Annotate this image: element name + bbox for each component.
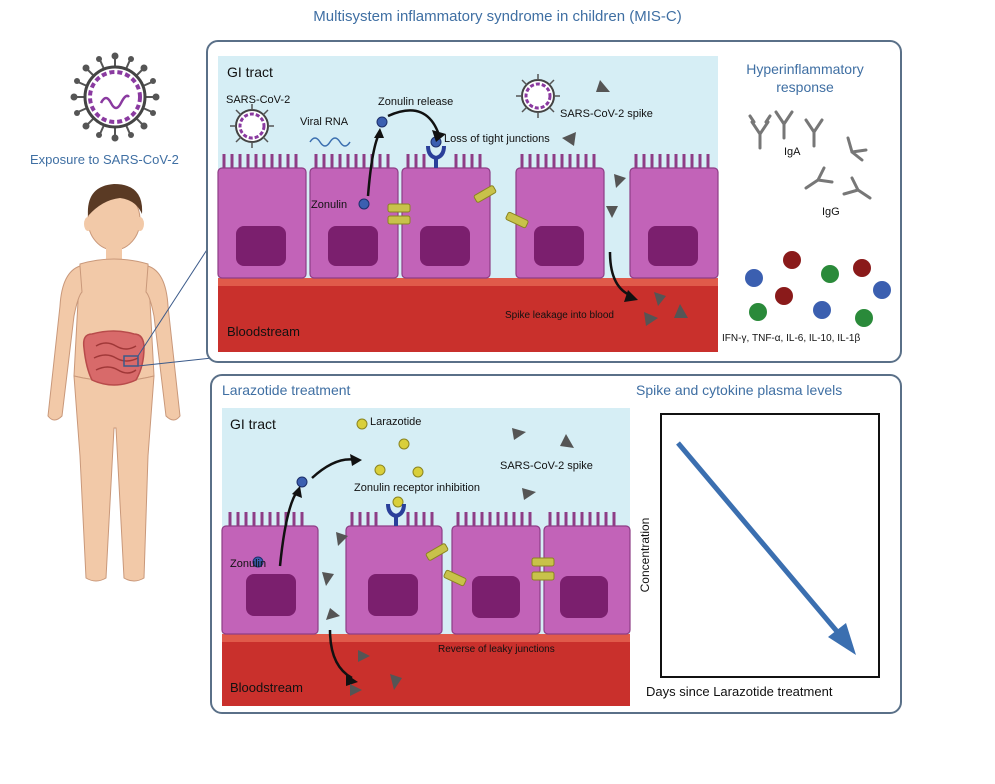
spike-label-bottom: SARS-CoV-2 spike (500, 460, 593, 472)
reverse-junctions-label: Reverse of leaky junctions (438, 644, 555, 655)
figure-title: Multisystem inflammatory syndrome in chi… (313, 8, 682, 25)
hyperinflammatory-line2: response (776, 79, 834, 95)
y-axis-label: Concentration (638, 517, 652, 593)
zonulin-release-label: Zonulin release (378, 96, 454, 108)
viral-rna-label: Viral RNA (300, 116, 349, 128)
bloodstream-label-top: Bloodstream (227, 324, 300, 339)
gi-tract-top-diagram (217, 56, 719, 352)
hyperinflammatory-line1: Hyperinflammatory (746, 61, 864, 77)
gi-tract-label-top: GI tract (227, 64, 273, 80)
spike-leakage-label: Spike leakage into blood (505, 310, 614, 321)
larazotide-label: Larazotide (370, 416, 422, 428)
cytokines-label: IFN-γ, TNF-α, IL-6, IL-10, IL-1β (722, 333, 861, 344)
zonulin-label-bottom: Zonulin (230, 558, 267, 570)
x-axis-label: Days since Larazotide treatment (646, 684, 833, 699)
spike-label-top: SARS-CoV-2 spike (560, 108, 653, 120)
hyperinflammatory-heading: Hyperinflammatory response (720, 60, 890, 96)
exposure-label: Exposure to SARS-CoV-2 (30, 152, 179, 167)
igg-label: IgG (822, 206, 840, 218)
zonulin-label-top: Zonulin (311, 199, 348, 211)
loss-tight-junctions-label: Loss of tight junctions (444, 133, 550, 145)
cytokines-icon (745, 251, 891, 327)
virus-large-icon (70, 52, 160, 142)
plot-heading: Spike and cytokine plasma levels (636, 382, 843, 398)
child-figure (47, 184, 181, 582)
decrease-arrow (676, 441, 856, 655)
antibodies-icon (748, 110, 872, 200)
sars-cov2-label: SARS-CoV-2 (226, 94, 291, 106)
gi-tract-label-bottom: GI tract (230, 416, 276, 432)
larazotide-heading: Larazotide treatment (222, 382, 351, 398)
bloodstream-label-bottom: Bloodstream (230, 680, 303, 695)
receptor-inhibition-label: Zonulin receptor inhibition (354, 482, 480, 494)
concentration-plot (660, 413, 880, 678)
iga-label: IgA (784, 146, 801, 158)
gi-tract-bottom-diagram (221, 408, 631, 706)
